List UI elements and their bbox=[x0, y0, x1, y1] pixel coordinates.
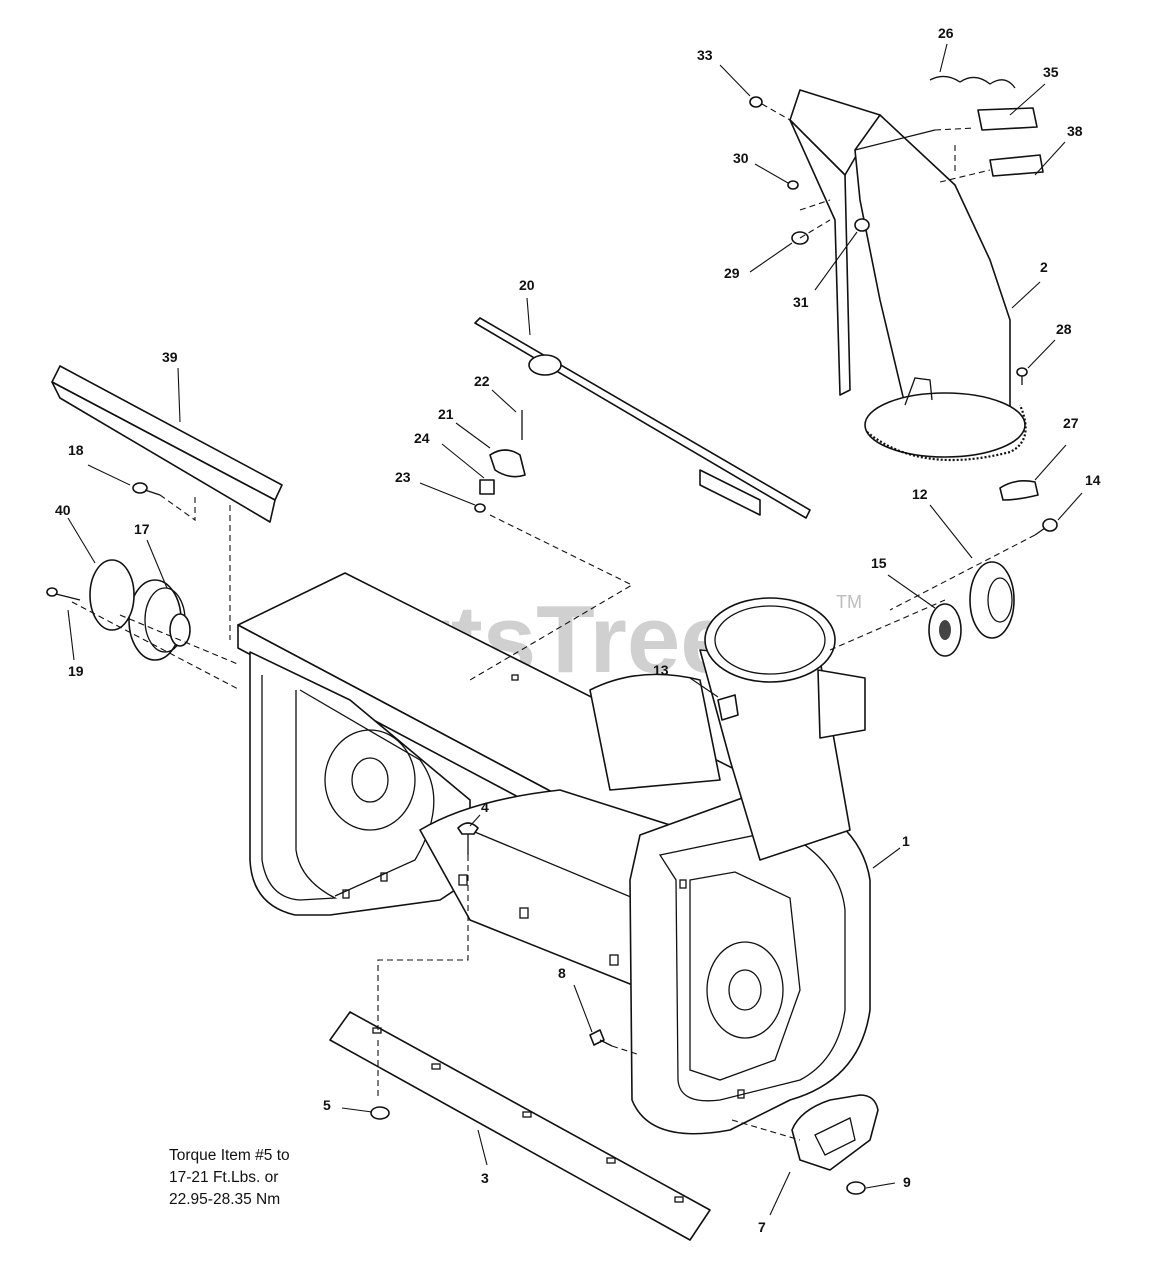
callout-33: 33 bbox=[697, 47, 713, 63]
skid-shoe bbox=[791, 1094, 879, 1171]
callout-23: 23 bbox=[395, 469, 411, 485]
watermark-tm: TM bbox=[836, 592, 862, 612]
callout-27: 27 bbox=[1063, 415, 1079, 431]
callout-5: 5 bbox=[323, 1097, 331, 1113]
callout-30: 30 bbox=[733, 150, 749, 166]
callout-1: 1 bbox=[902, 833, 910, 849]
callout-29: 29 bbox=[724, 265, 740, 281]
callout-9: 9 bbox=[903, 1174, 911, 1190]
callouts: 1 2 3 4 5 7 8 9 12 13 14 15 17 18 19 20 … bbox=[55, 25, 1101, 1235]
bearing-flange bbox=[128, 579, 191, 661]
torque-note: Torque Item #5 to 17-21 Ft.Lbs. or 22.95… bbox=[169, 1145, 290, 1211]
callout-13: 13 bbox=[653, 662, 669, 678]
angle-bracket bbox=[51, 365, 283, 523]
callout-35: 35 bbox=[1043, 64, 1059, 80]
callout-24: 24 bbox=[414, 430, 430, 446]
callout-8: 8 bbox=[558, 965, 566, 981]
callout-18: 18 bbox=[68, 442, 84, 458]
callout-3: 3 bbox=[481, 1170, 489, 1186]
callout-4: 4 bbox=[481, 799, 489, 815]
callout-22: 22 bbox=[474, 373, 490, 389]
scraper-bar bbox=[329, 1011, 711, 1241]
auger-housing bbox=[237, 572, 871, 1135]
callout-40: 40 bbox=[55, 502, 71, 518]
discharge-chute bbox=[789, 89, 1027, 462]
callout-15: 15 bbox=[871, 555, 887, 571]
callout-12: 12 bbox=[912, 486, 928, 502]
shaft bbox=[474, 317, 811, 519]
callout-26: 26 bbox=[938, 25, 954, 41]
callout-7: 7 bbox=[758, 1219, 766, 1235]
torque-note-line-2: 17-21 Ft.Lbs. or bbox=[169, 1169, 279, 1186]
leader-lines bbox=[67, 43, 1083, 1216]
callout-21: 21 bbox=[438, 406, 454, 422]
callout-17: 17 bbox=[134, 521, 150, 537]
callout-28: 28 bbox=[1056, 321, 1072, 337]
callout-14: 14 bbox=[1085, 472, 1101, 488]
torque-note-line-3: 22.95-28.35 Nm bbox=[169, 1191, 281, 1208]
assembly-lines bbox=[71, 103, 1036, 1141]
callout-20: 20 bbox=[519, 277, 535, 293]
callout-38: 38 bbox=[1067, 123, 1083, 139]
bearing-flange-right bbox=[969, 561, 1015, 639]
callout-31: 31 bbox=[793, 294, 809, 310]
bearing-plate bbox=[89, 559, 135, 631]
bearing-right bbox=[928, 603, 962, 657]
callout-39: 39 bbox=[162, 349, 178, 365]
torque-note-line-1: Torque Item #5 to bbox=[169, 1147, 290, 1164]
callout-19: 19 bbox=[68, 663, 84, 679]
callout-2: 2 bbox=[1040, 259, 1048, 275]
